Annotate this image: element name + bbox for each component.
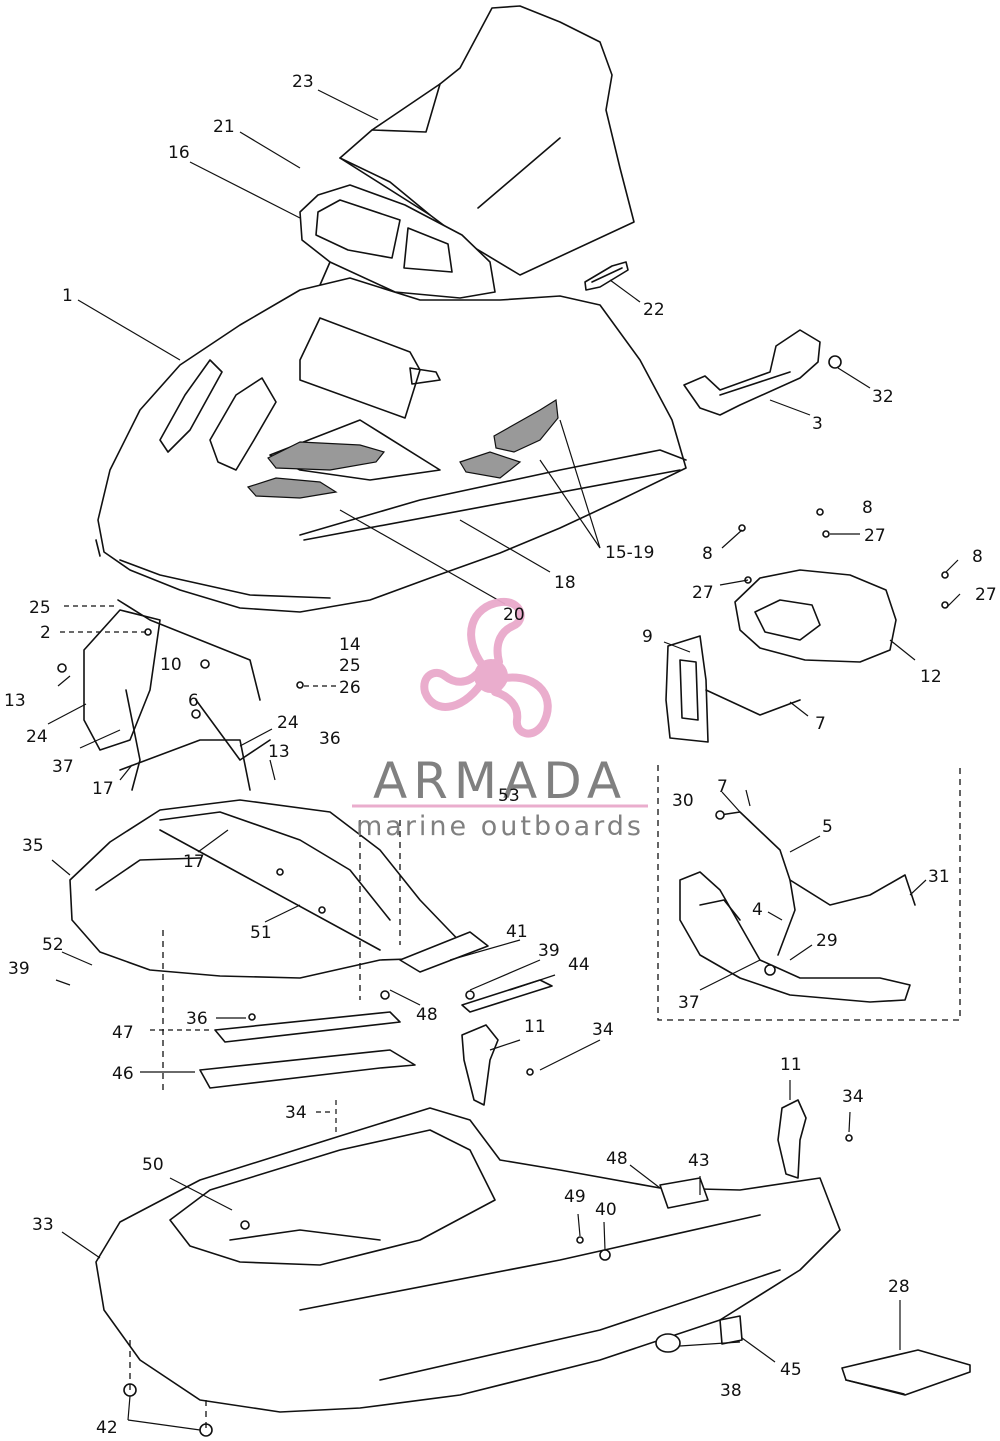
- callout-17b: 17: [183, 852, 205, 872]
- lower-crossbar: [162, 820, 416, 1095]
- callout-5: 5: [822, 817, 833, 837]
- callout-48b: 48: [606, 1149, 628, 1169]
- callout-46: 46: [112, 1064, 134, 1084]
- callout-24a: 24: [277, 713, 299, 733]
- callout-37a: 37: [52, 757, 74, 777]
- watermark: ARMADA marine outboards: [352, 597, 648, 842]
- callout-51: 51: [250, 923, 272, 943]
- callout-12: 12: [920, 667, 942, 687]
- callout-20: 20: [503, 605, 525, 625]
- decal-sheet: [841, 1349, 971, 1396]
- callout-25b: 25: [339, 656, 361, 676]
- callout-43: 43: [688, 1151, 710, 1171]
- callout-27c: 27: [975, 585, 997, 605]
- callout-9: 9: [642, 627, 653, 647]
- callout-24b: 24: [26, 727, 48, 747]
- callout-35: 35: [22, 836, 44, 856]
- callout-23: 23: [292, 72, 314, 92]
- hood: [95, 277, 687, 613]
- callout-44: 44: [568, 955, 590, 975]
- callout-34a: 34: [592, 1020, 614, 1040]
- callout-26: 26: [339, 678, 361, 698]
- callout-6: 6: [188, 691, 199, 711]
- callout-27a: 27: [864, 526, 886, 546]
- watermark-tagline: marine outboards: [356, 811, 644, 842]
- callout-15-19: 15-19: [605, 543, 654, 563]
- callout-22: 22: [643, 300, 665, 320]
- callout-8a: 8: [862, 498, 873, 518]
- callout-53: 53: [498, 786, 520, 806]
- callout-50: 50: [142, 1155, 164, 1175]
- callout-13b: 13: [268, 742, 290, 762]
- callout-11b: 11: [780, 1055, 802, 1075]
- callout-14: 14: [339, 635, 361, 655]
- cable-inset: [657, 765, 961, 1021]
- callout-52: 52: [42, 935, 64, 955]
- callout-34b: 34: [842, 1087, 864, 1107]
- left-frame-bracket: [57, 599, 304, 791]
- callout-8b: 8: [702, 544, 713, 564]
- callout-37b: 37: [678, 993, 700, 1013]
- callout-33: 33: [32, 1215, 54, 1235]
- callout-28: 28: [888, 1277, 910, 1297]
- callout-3: 3: [812, 414, 823, 434]
- frame-rail: [69, 799, 471, 979]
- callout-10: 10: [160, 655, 182, 675]
- small-emblem: [584, 261, 629, 291]
- callout-7b: 7: [717, 777, 728, 797]
- callout-21: 21: [213, 117, 235, 137]
- callout-31: 31: [928, 867, 950, 887]
- watermark-brand: ARMADA: [373, 752, 627, 810]
- side-bracket: [461, 1024, 853, 1179]
- handle-bracket: [683, 329, 842, 416]
- callout-4: 4: [752, 900, 763, 920]
- callout-32: 32: [872, 387, 894, 407]
- plug-and-block: [655, 1315, 743, 1353]
- side-housing: [665, 508, 949, 743]
- callout-27b: 27: [692, 583, 714, 603]
- callout-1: 1: [62, 286, 73, 306]
- callout-39a: 39: [538, 941, 560, 961]
- callout-47: 47: [112, 1023, 134, 1043]
- callout-30: 30: [672, 791, 694, 811]
- callout-45: 45: [780, 1360, 802, 1380]
- callout-18: 18: [554, 573, 576, 593]
- callout-39b: 39: [8, 959, 30, 979]
- callout-13a: 13: [4, 691, 26, 711]
- callout-41: 41: [506, 922, 528, 942]
- callout-48a: 48: [416, 1005, 438, 1025]
- callout-2: 2: [40, 623, 51, 643]
- callout-17a: 17: [92, 779, 114, 799]
- bottom-pan: [95, 1107, 841, 1437]
- callout-8c: 8: [972, 547, 983, 567]
- callout-7a: 7: [815, 714, 826, 734]
- callout-42: 42: [96, 1418, 118, 1438]
- callout-49: 49: [564, 1187, 586, 1207]
- callout-36a: 36: [319, 729, 341, 749]
- callout-34c: 34: [285, 1103, 307, 1123]
- callout-38: 38: [720, 1381, 742, 1401]
- propeller-logo-icon: [420, 597, 552, 738]
- callout-11a: 11: [524, 1017, 546, 1037]
- callout-29: 29: [816, 931, 838, 951]
- callout-25a: 25: [29, 598, 51, 618]
- callout-36b: 36: [186, 1009, 208, 1029]
- callout-labels: 23 21 16 1 22 32 3 8 27 15-19 8 8 18 27 …: [4, 72, 997, 1438]
- instrument-console: [299, 184, 496, 299]
- callout-40: 40: [595, 1200, 617, 1220]
- leader-lines: [47, 89, 961, 1431]
- callout-16: 16: [168, 143, 190, 163]
